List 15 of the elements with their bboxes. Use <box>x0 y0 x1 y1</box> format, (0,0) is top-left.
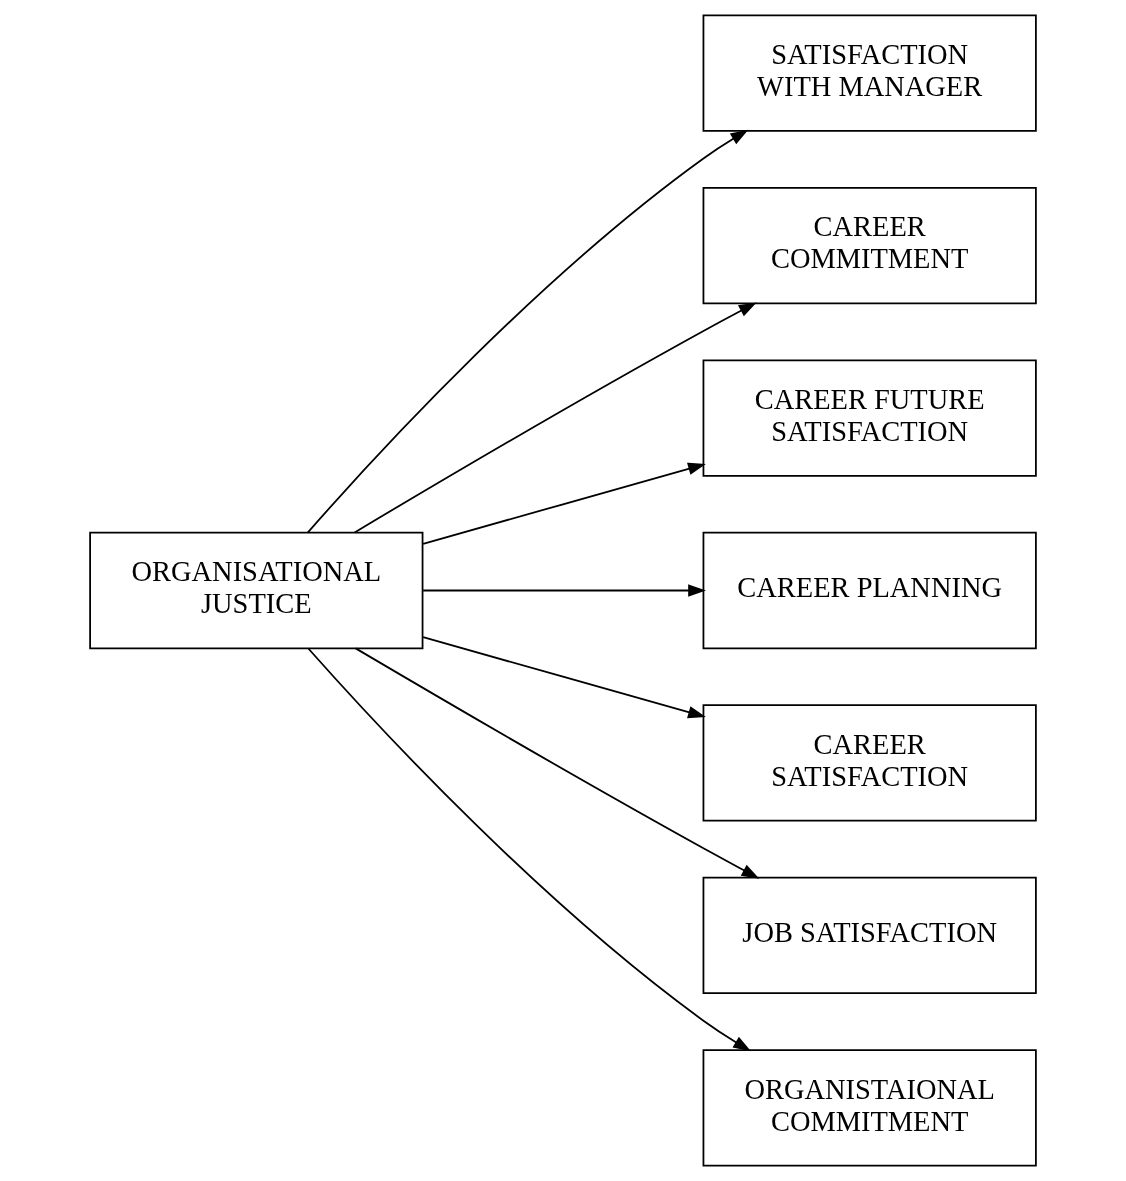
arrow <box>306 129 749 534</box>
node-box: CAREER PLANNING <box>702 531 1037 650</box>
node-box: JOB SATISFACTION <box>702 876 1037 995</box>
node-box: SATISFACTION WITH MANAGER <box>702 14 1037 132</box>
arrow <box>422 636 706 719</box>
arrow <box>307 647 751 1052</box>
arrow <box>353 302 757 534</box>
node-box: CAREER FUTURE SATISFACTION <box>702 359 1037 477</box>
arrow <box>354 647 760 879</box>
node-box: ORGANISATIONAL JUSTICE <box>89 531 424 650</box>
node-box: CAREER SATISFACTION <box>702 704 1037 822</box>
node-box: ORGANISTAIONAL COMMITMENT <box>702 1049 1037 1167</box>
arrow <box>422 462 706 545</box>
node-box: CAREER COMMITMENT <box>702 186 1037 305</box>
arrow <box>422 584 706 597</box>
